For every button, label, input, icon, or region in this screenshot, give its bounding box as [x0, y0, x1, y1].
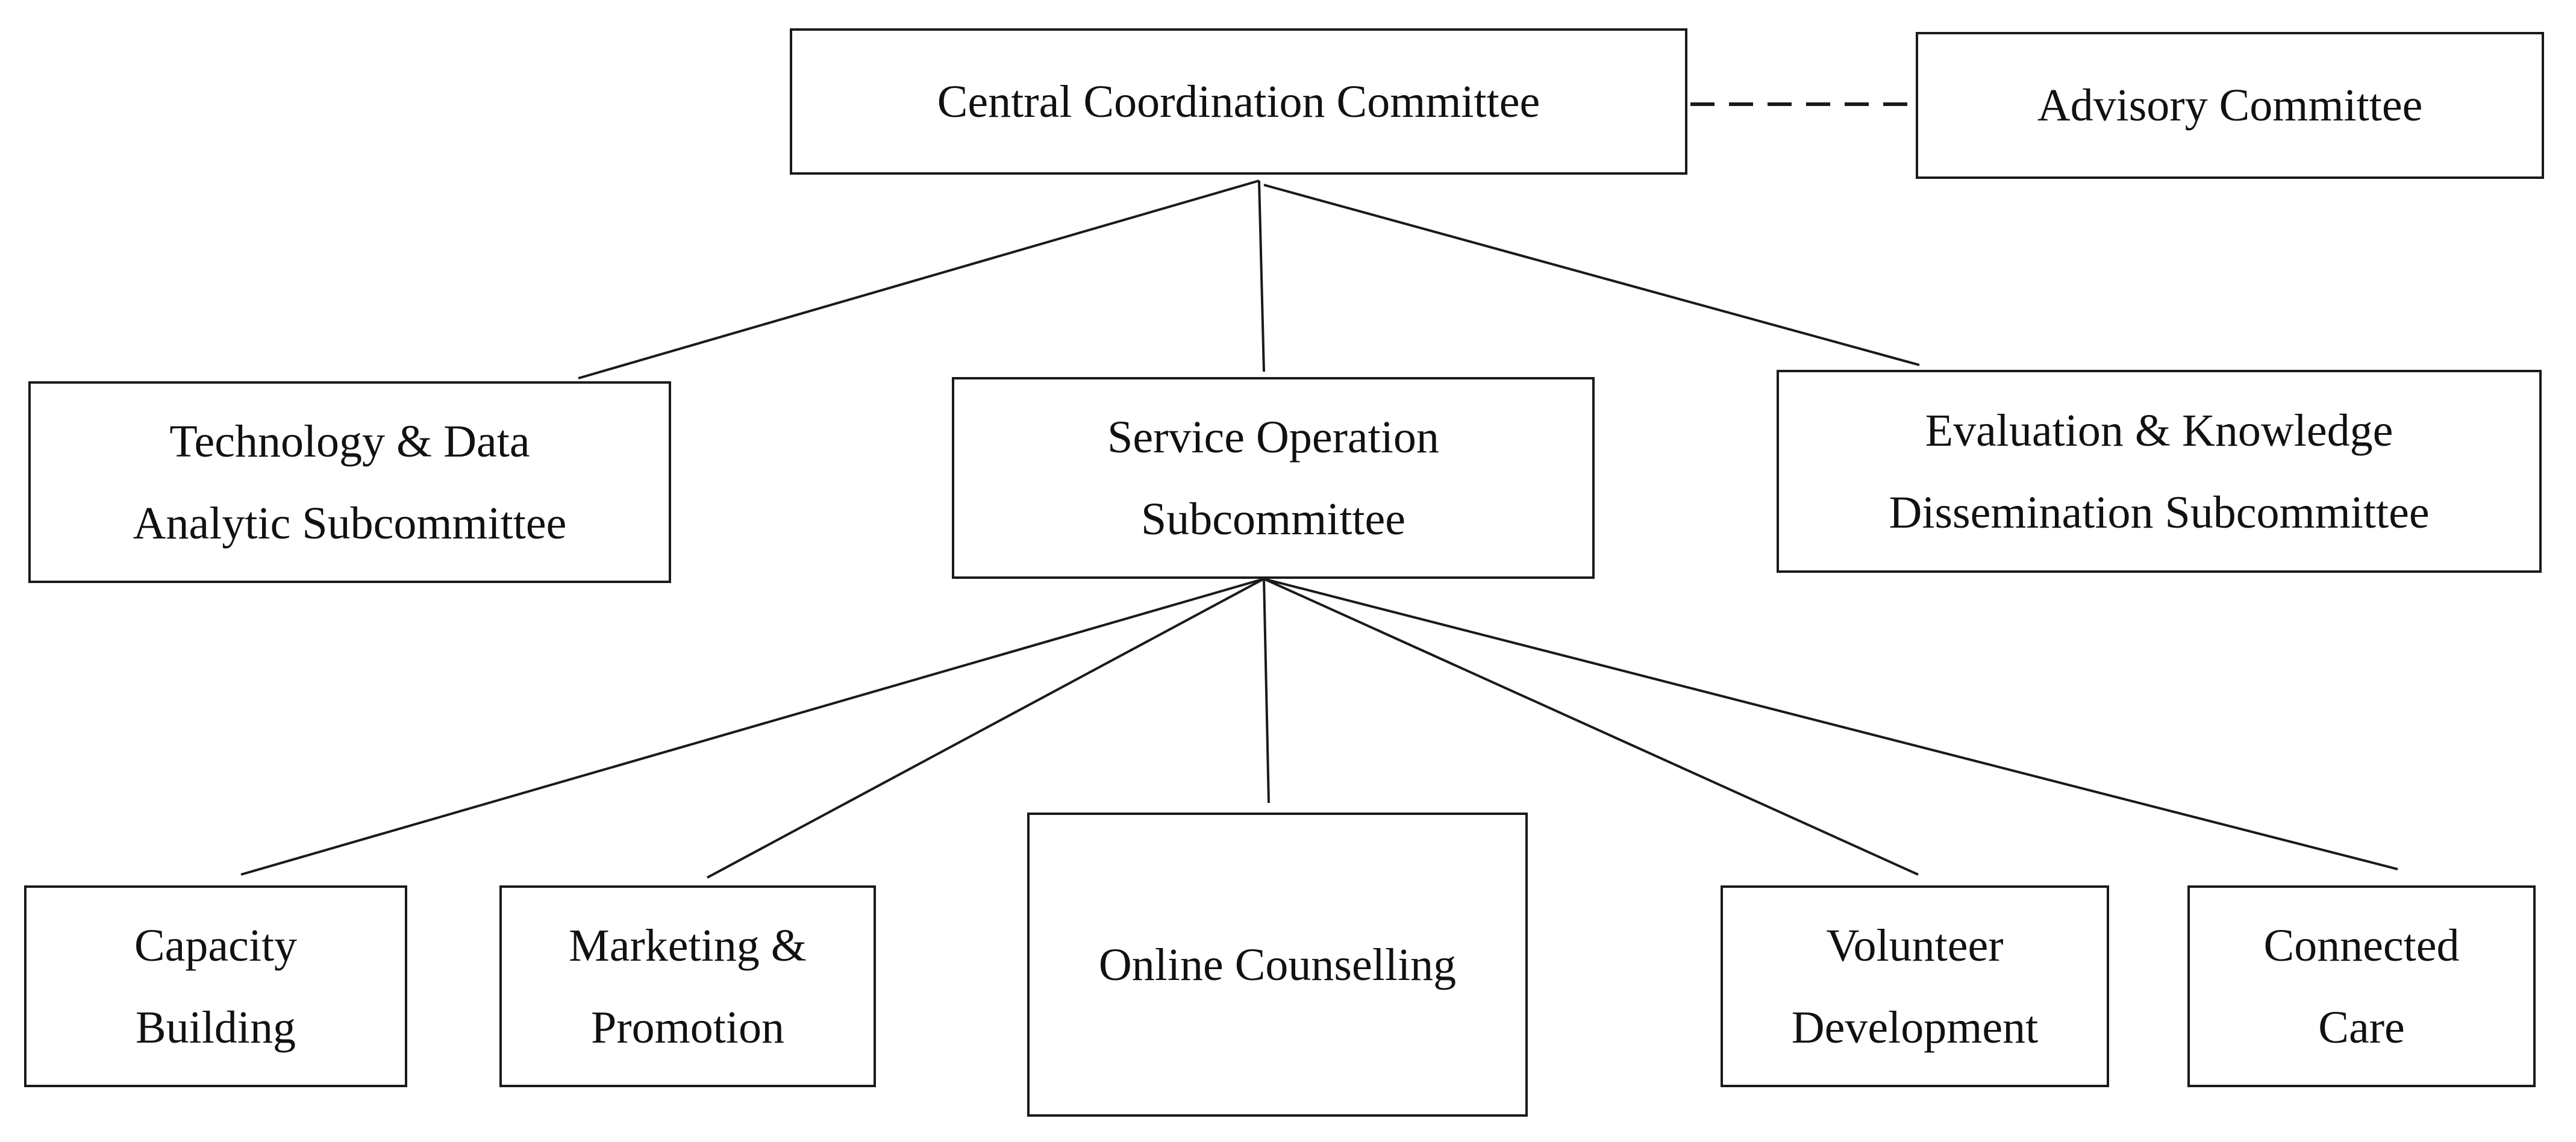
capacity-building-label: Capacity Building	[134, 920, 298, 1053]
advisory-committee-label: Advisory Committee	[2037, 80, 2423, 131]
connector-central-technology	[578, 179, 1260, 379]
evaluation-knowledge-subcommittee-box: Evaluation & Knowledge Dissemination Sub…	[1777, 370, 2542, 573]
connected-care-label: Connected Care	[2263, 920, 2460, 1053]
online-counselling-box: Online Counselling	[1027, 813, 1528, 1117]
service-operation-subcommittee-box: Service Operation Subcommittee	[952, 377, 1595, 579]
connector-service-capacity	[240, 578, 1265, 876]
capacity-building-box: Capacity Building	[24, 885, 407, 1087]
technology-data-subcommittee-label: Technology & Data Analytic Subcommittee	[133, 416, 567, 549]
service-operation-subcommittee-label: Service Operation Subcommittee	[1107, 411, 1439, 544]
connector-central-service	[1258, 180, 1265, 372]
connector-service-volunteer	[1263, 578, 1919, 876]
marketing-promotion-label: Marketing & Promotion	[569, 920, 807, 1053]
evaluation-knowledge-subcommittee-label: Evaluation & Knowledge Dissemination Sub…	[1889, 405, 2430, 538]
advisory-committee-box: Advisory Committee	[1916, 32, 2544, 179]
connector-service-connected	[1263, 578, 2398, 870]
connected-care-box: Connected Care	[2187, 885, 2536, 1087]
marketing-promotion-box: Marketing & Promotion	[499, 885, 876, 1087]
connector-service-marketing	[707, 578, 1265, 879]
central-coordination-committee-box: Central Coordination Committee	[790, 28, 1687, 175]
connector-central-evaluation	[1263, 184, 1920, 366]
volunteer-development-label: Volunteer Development	[1791, 920, 2039, 1053]
connector-service-online	[1263, 578, 1270, 803]
volunteer-development-box: Volunteer Development	[1721, 885, 2109, 1087]
online-counselling-label: Online Counselling	[1098, 939, 1457, 990]
technology-data-subcommittee-box: Technology & Data Analytic Subcommittee	[28, 381, 671, 583]
central-coordination-committee-label: Central Coordination Committee	[937, 76, 1540, 127]
